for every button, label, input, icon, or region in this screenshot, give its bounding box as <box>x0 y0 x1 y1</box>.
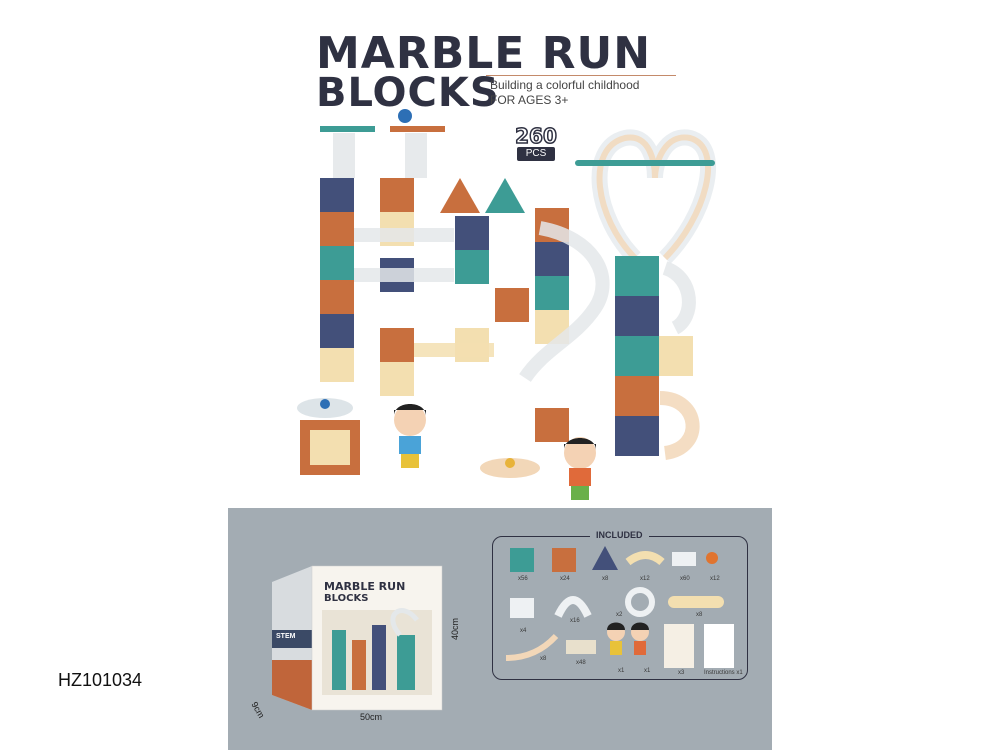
dimension-width: 50cm <box>360 712 383 722</box>
pieces-badge: 260 PCS <box>506 124 566 161</box>
slide-track-icon <box>505 633 559 661</box>
qty-label: x12 <box>640 576 650 582</box>
tagline: Building a colorful childhood <box>490 78 640 92</box>
three-way-tube-icon <box>510 598 534 618</box>
title-line-2: BLOCKS <box>316 70 500 116</box>
qty-label: x8 <box>696 612 703 618</box>
qty-label: x2 <box>616 612 623 618</box>
qty-label: x12 <box>710 576 720 582</box>
square-gear-block-orange-icon <box>552 548 576 572</box>
marble-run-hero-image <box>297 109 716 500</box>
arch-tube-icon <box>554 596 592 618</box>
base-card-icon <box>566 640 596 654</box>
qty-label: x24 <box>560 576 570 582</box>
qty-label: x1 <box>618 668 625 674</box>
package-title-line-1: MARBLE RUN <box>324 580 406 593</box>
straight-tube-icon <box>672 552 696 566</box>
loop-tube-icon <box>625 587 655 617</box>
qty-label: x4 <box>520 628 527 634</box>
package-side-label: STEM <box>276 633 296 640</box>
package-title-line-2: BLOCKS <box>324 593 369 604</box>
included-items-illustration <box>505 546 734 668</box>
qty-label: x8 <box>602 576 609 582</box>
title-line-1: MARBLE RUN <box>316 28 652 79</box>
instructions-icon <box>704 624 734 668</box>
qty-label: x48 <box>576 660 586 666</box>
package-box <box>272 565 443 711</box>
qty-label: x16 <box>570 618 580 624</box>
curved-track-icon <box>625 551 665 566</box>
qty-label: x3 <box>678 670 685 676</box>
long-tube-icon <box>668 596 724 608</box>
qty-label: x56 <box>518 576 528 582</box>
title-divider <box>486 75 676 76</box>
dimension-height: 40cm <box>450 617 460 640</box>
pieces-count: 260 <box>514 124 557 148</box>
sticker-sheet-icon <box>664 624 694 668</box>
qty-label: x8 <box>540 656 547 662</box>
included-label: INCLUDED <box>590 530 649 540</box>
qty-label: Instructions x1 <box>704 670 743 676</box>
pieces-unit: PCS <box>517 147 555 161</box>
qty-label: x1 <box>644 668 651 674</box>
figure-girl-icon <box>607 622 625 655</box>
product-code: HZ101034 <box>58 670 143 690</box>
qty-label: x60 <box>680 576 690 582</box>
age-label: FOR AGES 3+ <box>490 93 569 107</box>
marble-icon <box>706 552 718 564</box>
triangle-block-icon <box>592 546 618 570</box>
figure-boy-icon <box>631 622 649 655</box>
square-gear-block-teal-icon <box>510 548 534 572</box>
